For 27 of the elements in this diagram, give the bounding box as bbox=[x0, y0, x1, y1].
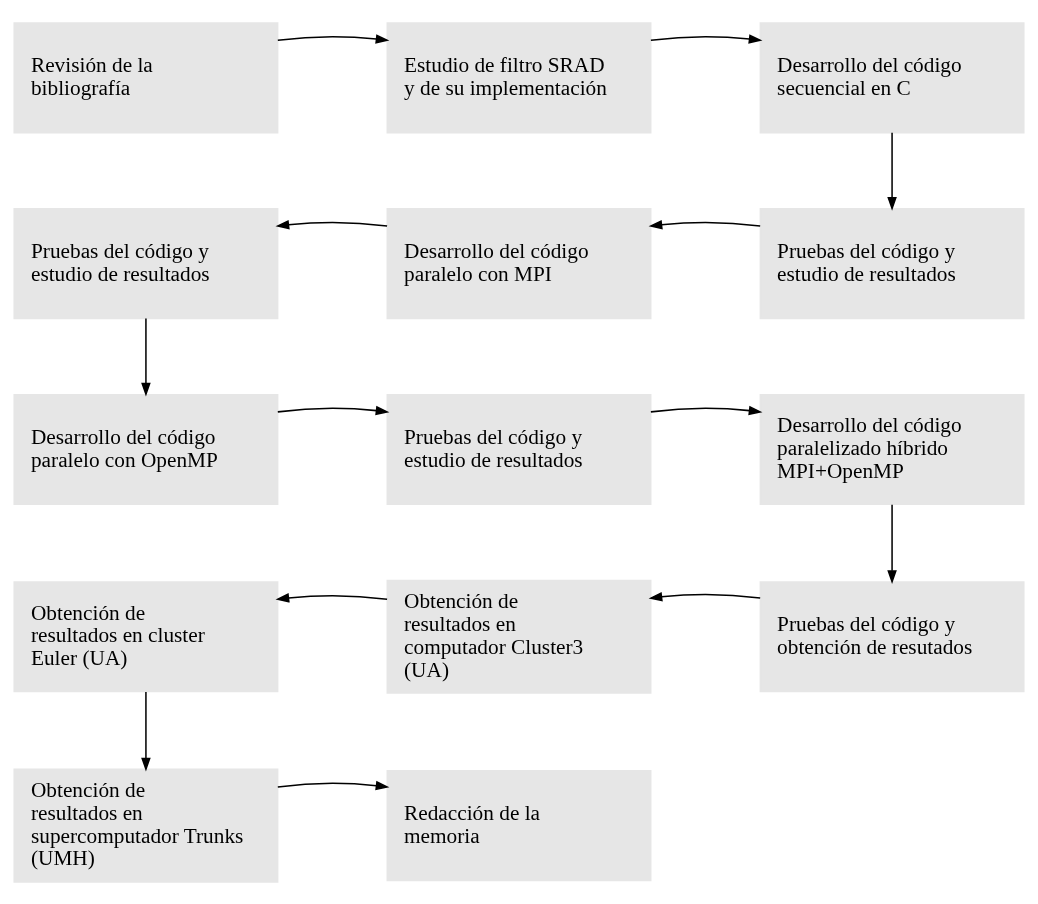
arrow bbox=[887, 503, 897, 584]
node-box: Desarrollo del código paralelizado híbrido MPI+OpenMP bbox=[759, 393, 1025, 505]
arrow bbox=[141, 317, 151, 396]
arrow bbox=[650, 405, 763, 415]
arrow bbox=[275, 219, 388, 230]
arrow bbox=[650, 33, 763, 44]
arrow bbox=[887, 131, 897, 211]
node-box: Desarrollo del código paralelo con OpenMP bbox=[13, 393, 279, 505]
node-box: Desarrollo del código secuencial en C bbox=[759, 21, 1025, 133]
arrow bbox=[277, 33, 390, 44]
arrow bbox=[648, 591, 761, 602]
arrow bbox=[648, 219, 761, 230]
arrow bbox=[277, 780, 390, 790]
node-box: Revisión de la bibliografía bbox=[13, 21, 279, 133]
node-box: Redacción de la memoria bbox=[386, 769, 652, 881]
node-box: Pruebas del código y estudio de resultados bbox=[386, 393, 652, 505]
arrow bbox=[277, 405, 390, 415]
arrow bbox=[275, 592, 388, 603]
node-box: Obtención de resultados en cluster Euler (UA) bbox=[13, 580, 279, 692]
node-box: Pruebas del código y estudio de resultados bbox=[759, 207, 1025, 319]
node-box: Estudio de filtro SRAD y de su implementación bbox=[386, 21, 652, 133]
node-box: Obtención de resultados en computador Cluster3 (UA) bbox=[386, 579, 652, 694]
node-box: Desarrollo del código paralelo con MPI bbox=[386, 207, 652, 319]
node-box: Obtención de resultados en supercomputador Trunks (UMH) bbox=[13, 767, 279, 883]
arrow bbox=[141, 690, 151, 771]
node-box: Pruebas del código y estudio de resultados bbox=[13, 207, 279, 319]
node-box: Pruebas del código y obtención de resutados bbox=[759, 580, 1025, 692]
